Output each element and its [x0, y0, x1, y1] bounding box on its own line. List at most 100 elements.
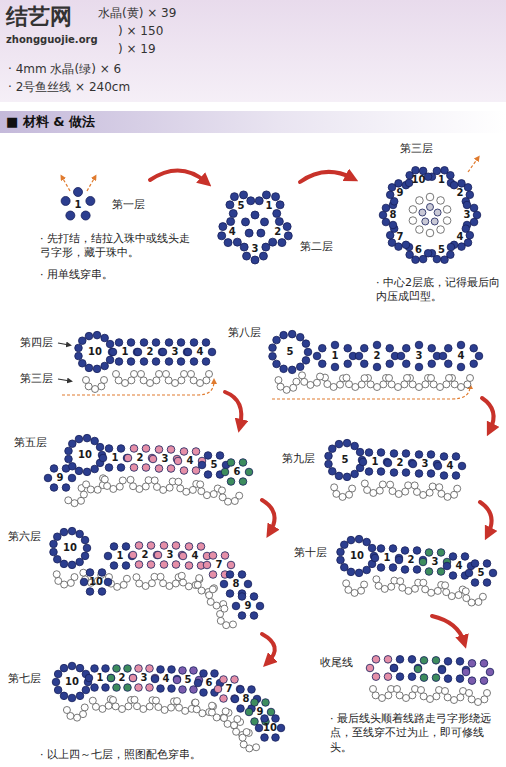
step-arrow — [480, 502, 492, 534]
seed-bead — [416, 384, 423, 391]
bead — [190, 667, 198, 675]
callout-number: 1 — [75, 200, 82, 210]
bead — [110, 562, 118, 570]
seed-bead — [77, 497, 84, 504]
seed-bead — [94, 486, 101, 493]
seed-bead — [157, 573, 164, 580]
callout-number: 2 — [137, 453, 144, 463]
layer-label: 第二层 — [300, 240, 333, 254]
bead — [340, 541, 348, 549]
bead — [363, 538, 371, 546]
bead — [127, 339, 135, 347]
bead — [443, 562, 451, 570]
seed-bead — [175, 478, 182, 485]
callout-number: 1 — [438, 175, 445, 185]
bead — [54, 686, 62, 694]
bead — [415, 451, 423, 459]
bead — [396, 656, 404, 664]
callout-number: 5 — [478, 568, 485, 578]
watermark: 结艺网 — [6, 3, 72, 32]
bead — [68, 474, 76, 482]
bead — [231, 676, 239, 684]
bead — [245, 708, 253, 716]
bead — [355, 569, 363, 577]
bead — [98, 588, 106, 596]
bead — [275, 218, 283, 226]
bead — [276, 201, 284, 209]
bead — [344, 360, 352, 368]
seed-bead — [290, 384, 297, 391]
bead — [402, 241, 410, 249]
bead — [428, 344, 436, 352]
bead — [122, 543, 130, 551]
seed-bead — [345, 586, 352, 593]
bead — [232, 602, 240, 610]
material-line: · 4mm 水晶(绿) × 6 — [8, 62, 121, 78]
bead — [420, 657, 428, 665]
bead — [129, 551, 137, 559]
seed-bead — [131, 371, 138, 378]
bead — [388, 239, 396, 247]
bead — [68, 662, 76, 670]
bead — [449, 553, 457, 561]
bead — [233, 238, 241, 246]
thread-line — [62, 177, 70, 191]
bead — [184, 348, 192, 356]
bead — [68, 561, 76, 569]
bead — [433, 167, 441, 175]
bead — [86, 196, 95, 205]
bead — [76, 558, 84, 566]
seed-bead — [166, 484, 173, 491]
bead — [147, 542, 155, 550]
bead — [427, 451, 435, 459]
bead — [66, 211, 75, 220]
layer-label: 第五层 — [14, 436, 47, 450]
bead — [409, 460, 417, 468]
seed-bead — [176, 704, 183, 711]
bead — [440, 472, 448, 480]
callout-number: 2 — [147, 347, 154, 357]
bead — [50, 484, 58, 492]
seed-bead — [83, 377, 90, 384]
bead — [172, 561, 180, 569]
bead — [434, 462, 442, 470]
bead — [443, 206, 451, 214]
bead — [272, 734, 280, 742]
callout-number: 6 — [415, 245, 422, 255]
bead — [365, 449, 373, 457]
note-text: · 最后线头顺着线路走弓字形绕远点，至线穿不过为止，即可修线头。 — [330, 712, 500, 755]
seed-bead — [155, 704, 162, 711]
bead — [192, 448, 200, 456]
bead — [360, 344, 368, 352]
bead — [238, 593, 246, 601]
bead — [62, 484, 70, 492]
bead — [160, 561, 168, 569]
bead — [221, 552, 229, 560]
bead — [104, 552, 112, 560]
bead — [480, 660, 488, 668]
bead — [146, 665, 154, 673]
callout-number: 10 — [350, 551, 364, 561]
bead — [439, 352, 447, 360]
bead — [68, 440, 76, 448]
bead — [262, 699, 270, 707]
bead — [53, 533, 61, 541]
bead — [377, 468, 385, 476]
bead — [83, 544, 91, 552]
bead — [457, 363, 465, 371]
bead — [432, 674, 440, 682]
note-text: · 用单线穿串。 — [40, 268, 113, 282]
bead — [438, 665, 446, 673]
bead — [480, 677, 488, 685]
bead — [165, 358, 173, 366]
layer-label: 第九层 — [282, 452, 315, 466]
bead — [296, 333, 304, 341]
bead — [167, 465, 175, 473]
bead — [142, 464, 150, 472]
callout-number: 4 — [229, 227, 236, 237]
bead — [152, 358, 160, 366]
bead — [256, 602, 264, 610]
bead — [60, 528, 68, 536]
seed-bead — [457, 694, 464, 701]
